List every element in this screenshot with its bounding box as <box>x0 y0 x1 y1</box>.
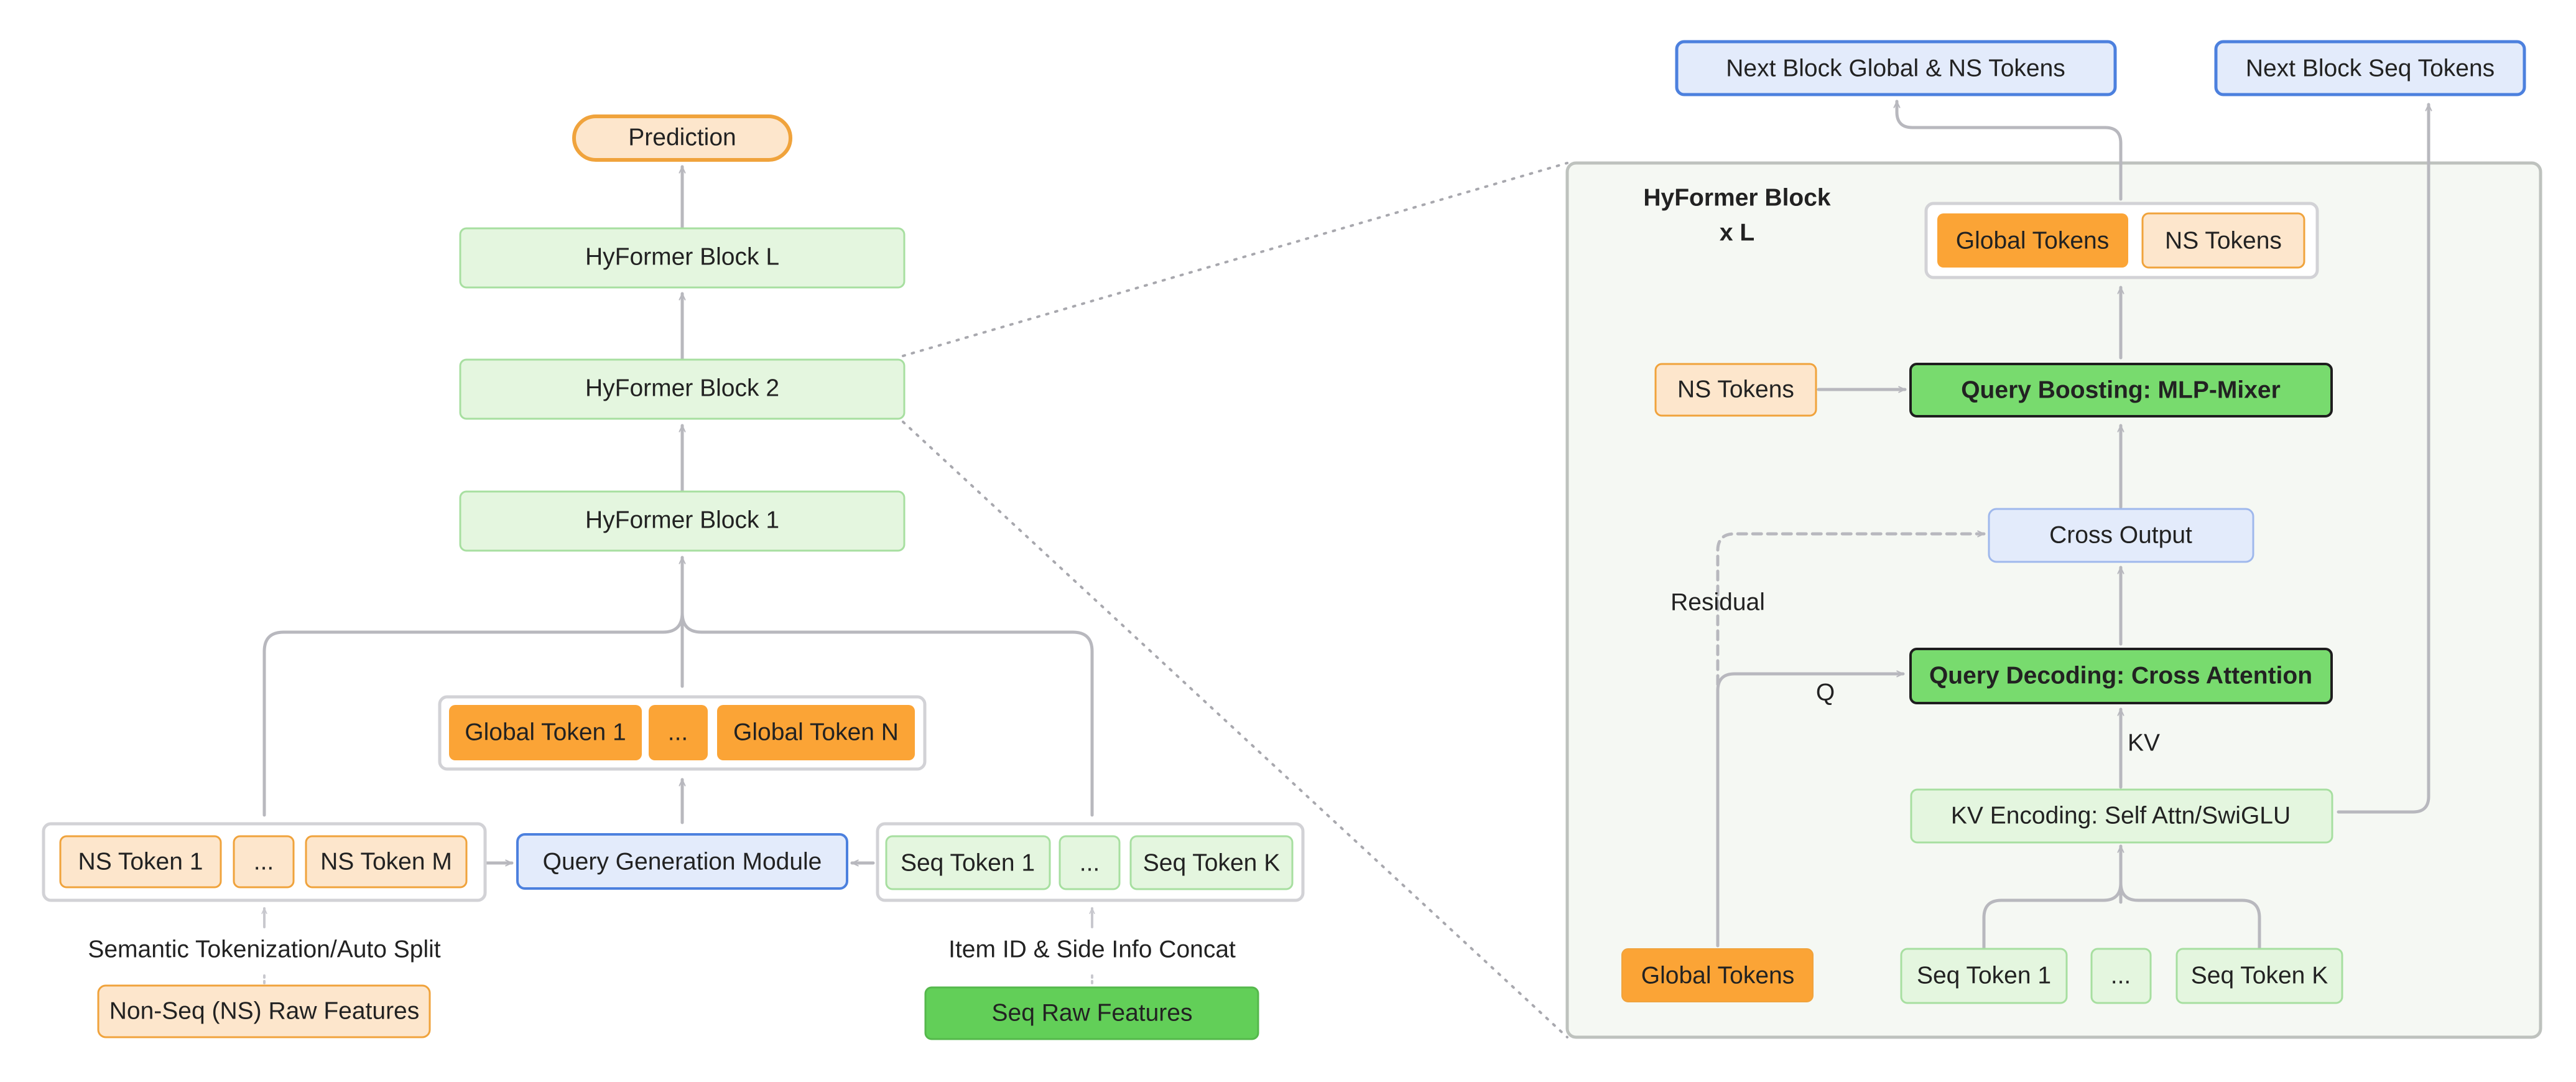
hyformer-block-1: HyFormer Block 1 <box>459 490 906 552</box>
next-block-global-ns-label: Next Block Global & NS Tokens <box>1726 55 2065 82</box>
query-decoding-module: Query Decoding: Cross Attention <box>1909 648 2333 704</box>
residual-connection <box>1716 530 1986 686</box>
ns-token-ellipsis: ... <box>254 848 274 875</box>
ns-tokens-input: NS Tokens <box>1654 363 1817 417</box>
cross-output-label: Cross Output <box>2049 521 2192 548</box>
seq-token-1: Seq Token 1 <box>901 849 1035 876</box>
global-tokens-input-label: Global Tokens <box>1641 962 1794 989</box>
seq-token-ellipsis: ... <box>1080 849 1100 876</box>
q-label: Q <box>1816 679 1835 706</box>
kv-encoding-module: KV Encoding: Self Attn/SwiGLU <box>1910 788 2333 844</box>
global-token-n: Global Token N <box>733 719 899 745</box>
nonseq-raw-features: Non-Seq (NS) Raw Features <box>97 984 431 1038</box>
right-seq-token-ellipsis: ... <box>2111 962 2131 989</box>
ns-token-1: NS Token 1 <box>78 848 203 875</box>
ns-token-group: NS Token 1 ... NS Token M <box>42 822 487 902</box>
next-block-global-ns-tokens: Next Block Global & NS Tokens <box>1675 40 2117 96</box>
global-token-ellipsis: ... <box>668 719 688 745</box>
next-block-seq-label: Next Block Seq Tokens <box>2246 55 2495 82</box>
hyformer-block-1-label: HyFormer Block 1 <box>585 506 779 533</box>
hyformer-block-2: HyFormer Block 2 <box>459 358 906 420</box>
output-token-group: Global Tokens NS Tokens <box>1924 202 2319 279</box>
global-tokens-input: Global Tokens <box>1621 948 1814 1002</box>
hyformer-block-title-line2: x L <box>1720 219 1754 246</box>
query-decoding-label: Query Decoding: Cross Attention <box>1929 662 2312 689</box>
residual-label: Residual <box>1670 589 1765 615</box>
query-boosting-module: Query Boosting: MLP-Mixer <box>1909 363 2333 417</box>
left-connectors <box>262 165 1094 867</box>
seq-token-k: Seq Token K <box>1143 849 1280 876</box>
hyformer-block-title-line1: HyFormer Block <box>1643 184 1831 211</box>
cross-output-node: Cross Output <box>1988 508 2254 563</box>
kv-label: KV <box>2128 729 2160 756</box>
item-id-concat-label: Item ID & Side Info Concat <box>948 936 1236 963</box>
semantic-tokenization-label: Semantic Tokenization/Auto Split <box>88 936 440 963</box>
prediction-node: Prediction <box>572 114 792 162</box>
output-ns-tokens: NS Tokens <box>2165 227 2282 254</box>
ns-token-m: NS Token M <box>320 848 452 875</box>
right-seq-token-k: Seq Token K <box>2191 962 2328 989</box>
right-connectors <box>1716 100 2432 951</box>
nonseq-raw-features-label: Non-Seq (NS) Raw Features <box>109 997 420 1024</box>
hyformer-block-l: HyFormer Block L <box>459 227 906 289</box>
seq-raw-features: Seq Raw Features <box>924 986 1259 1040</box>
next-block-seq-tokens: Next Block Seq Tokens <box>2214 40 2526 96</box>
zoom-line-bottom <box>902 421 1568 1038</box>
right-seq-tokens: Seq Token 1 ... Seq Token K <box>1900 948 2343 1004</box>
query-generation-label: Query Generation Module <box>543 848 822 875</box>
query-boosting-label: Query Boosting: MLP-Mixer <box>1961 376 2281 403</box>
seq-raw-features-label: Seq Raw Features <box>992 999 1193 1026</box>
zoom-line-top <box>902 162 1568 357</box>
query-generation-module: Query Generation Module <box>516 833 848 890</box>
hyformer-block-l-label: HyFormer Block L <box>585 243 779 270</box>
right-seq-token-1: Seq Token 1 <box>1917 962 2051 989</box>
global-token-1: Global Token 1 <box>465 719 626 745</box>
ns-tokens-input-label: NS Tokens <box>1677 376 1794 403</box>
left-small-connectors <box>261 907 1095 986</box>
prediction-label: Prediction <box>628 124 736 151</box>
output-global-tokens: Global Tokens <box>1956 227 2109 254</box>
global-token-group: Global Token 1 ... Global Token N <box>438 695 927 771</box>
hyformer-block-2-label: HyFormer Block 2 <box>585 375 779 401</box>
kv-encoding-label: KV Encoding: Self Attn/SwiGLU <box>1951 802 2291 829</box>
seq-token-group: Seq Token 1 ... Seq Token K <box>876 822 1305 902</box>
